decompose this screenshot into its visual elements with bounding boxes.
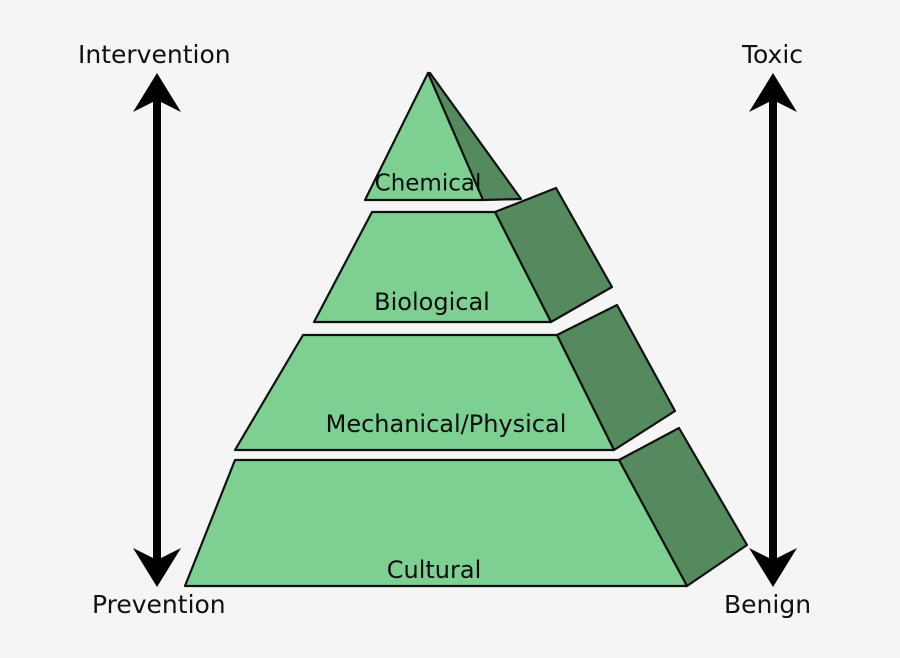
right-arrow-head-up	[749, 73, 797, 112]
right-axis-top-label: Toxic	[742, 40, 804, 69]
left-arrow-head-down	[133, 548, 181, 587]
left-arrow-shaft	[153, 86, 161, 574]
chemical-label: Chemical	[375, 171, 482, 197]
right-axis-bottom-label: Benign	[724, 590, 812, 619]
toxic-benign-arrow	[749, 73, 797, 587]
biological-front-face	[312, 210, 553, 324]
intervention-prevention-arrow	[133, 73, 181, 587]
left-arrow-head-up	[133, 73, 181, 112]
left-axis-bottom-label: Prevention	[92, 590, 226, 619]
biological-label: Biological	[374, 288, 490, 316]
cultural-label: Cultural	[387, 556, 482, 584]
mechanical-front-face	[233, 333, 616, 452]
mechanical-label: Mechanical/Physical	[326, 410, 567, 438]
right-arrow-head-down	[749, 548, 797, 587]
pyramid-tier-biological[interactable]: Biological	[312, 186, 614, 324]
chemical-front-face	[363, 71, 485, 202]
cultural-front-face	[183, 458, 689, 588]
pyramid-tier-mechanical[interactable]: Mechanical/Physical	[233, 303, 677, 452]
pyramid-tier-cultural[interactable]: Cultural	[183, 426, 749, 588]
pyramid-tier-chemical[interactable]: Chemical	[363, 71, 523, 202]
right-arrow-shaft	[769, 86, 777, 574]
left-axis-top-label: Intervention	[78, 40, 231, 69]
